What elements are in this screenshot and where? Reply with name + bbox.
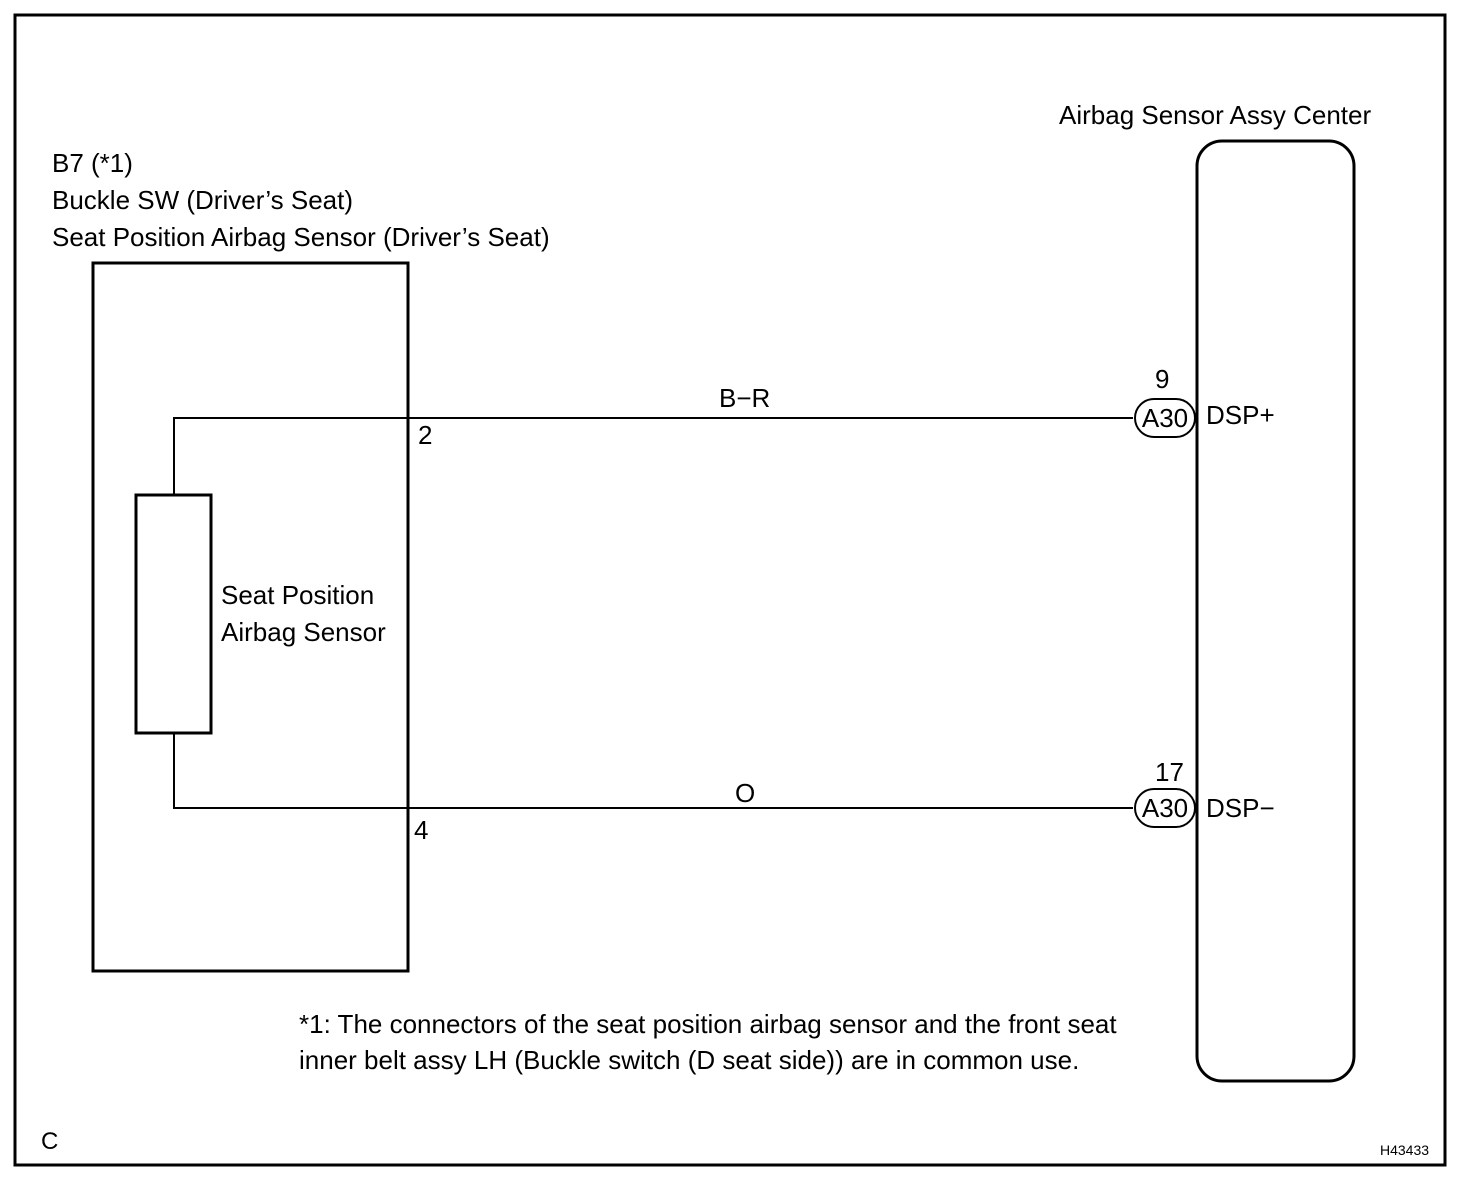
- connector-badge: A30: [1134, 398, 1196, 438]
- outer-frame: [13, 13, 1447, 1167]
- sensor-label-line2: Airbag Sensor: [221, 617, 386, 647]
- footnote-line2: inner belt assy LH (Buckle switch (D sea…: [299, 1045, 1080, 1075]
- connector-badge: A30: [1134, 788, 1196, 828]
- ecu-pin-label: 17: [1155, 757, 1184, 787]
- sensor-label-line1: Seat Position: [221, 580, 375, 610]
- ecu-pin-label: 9: [1155, 364, 1170, 394]
- wire-color-label: B−R: [719, 383, 771, 413]
- sensor-pin-label: 2: [418, 420, 433, 450]
- wire-b-r: [173, 417, 1133, 495]
- b7-title-line2: Seat Position Airbag Sensor (Driver’s Se…: [52, 222, 550, 252]
- wire-color-label: O: [735, 778, 756, 808]
- footnote-line1: *1: The connectors of the seat position …: [299, 1009, 1117, 1039]
- wire-o: [173, 733, 1133, 809]
- sensor-pin-label: 4: [414, 815, 429, 845]
- signal-label: DSP+: [1206, 400, 1275, 430]
- corner-label-left: C: [41, 1128, 59, 1155]
- sensor-element: [134, 493, 213, 735]
- b7-box: [91, 261, 410, 973]
- signal-label: DSP−: [1206, 793, 1275, 823]
- b7-title-line1: Buckle SW (Driver’s Seat): [52, 185, 353, 215]
- b7-code: B7 (*1): [52, 148, 133, 178]
- ecu-title: Airbag Sensor Assy Center: [1059, 100, 1372, 130]
- figure-id-label: H43433: [1380, 1142, 1430, 1158]
- ecu-box: [1195, 139, 1356, 1083]
